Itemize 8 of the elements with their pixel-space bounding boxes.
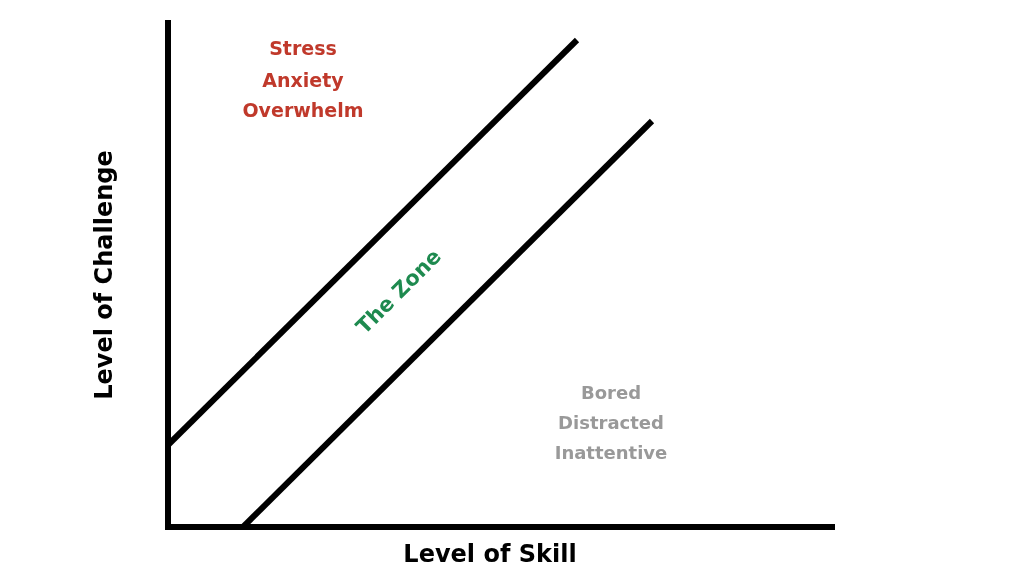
axis-title: Level of Skill xyxy=(403,540,577,568)
zone-label: Inattentive xyxy=(554,443,668,463)
zone-label: Distracted xyxy=(558,413,664,433)
zone-label: Anxiety xyxy=(262,69,344,91)
axis-title: Level of Challenge xyxy=(90,150,118,400)
zone-label: Bored xyxy=(580,383,642,403)
zone-label: Stress xyxy=(269,37,337,59)
zone-label: Overwhelm xyxy=(242,99,364,121)
